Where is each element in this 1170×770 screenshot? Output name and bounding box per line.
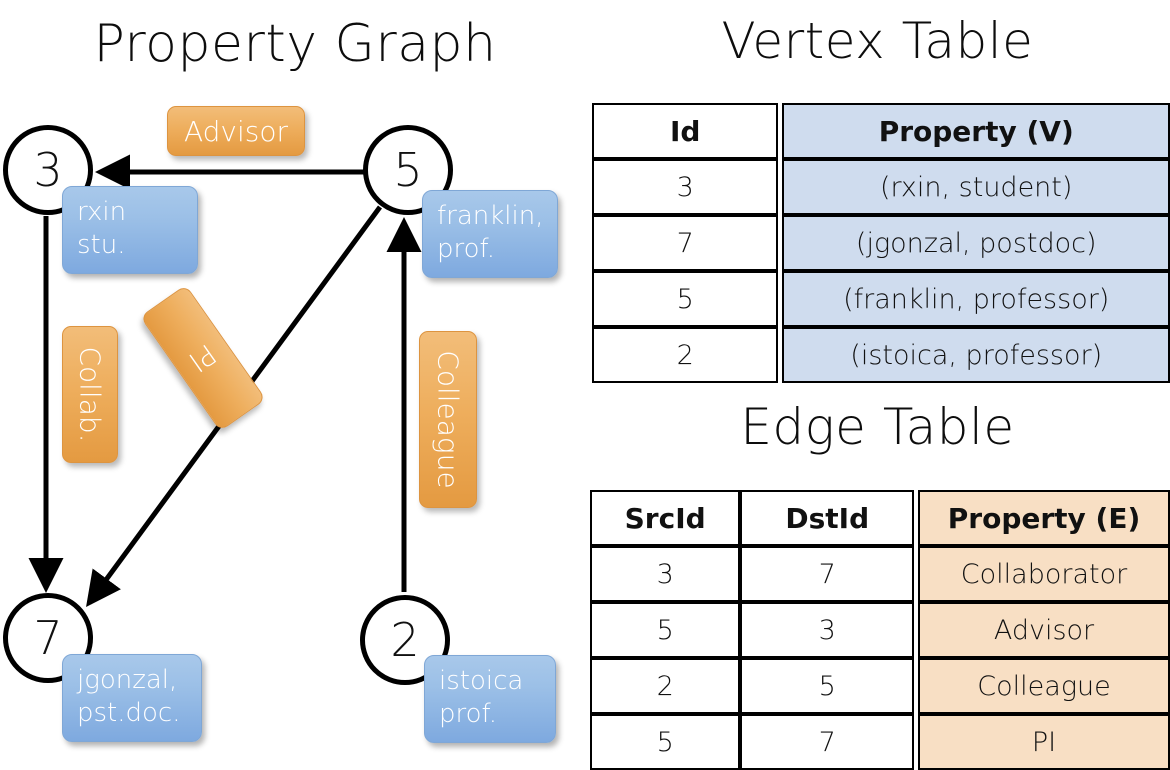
edge-table-cell-property: PI bbox=[918, 714, 1170, 770]
edge-table-cell-srcid: 2 bbox=[590, 658, 741, 714]
table-row: 5 3 Advisor bbox=[590, 602, 1170, 658]
edge-table-cell-srcid: 5 bbox=[590, 714, 741, 770]
page-title-edge-table: Edge Table bbox=[740, 398, 1015, 456]
table-row: 2 (istoica, professor) bbox=[592, 327, 1170, 383]
edge-label-box-advisor: Advisor bbox=[167, 106, 305, 156]
vertex-table-cell-property: (franklin, professor) bbox=[782, 271, 1170, 327]
edge-table-cell-property: Advisor bbox=[918, 602, 1170, 658]
edge-table-cell-property: Colleague bbox=[918, 658, 1170, 714]
vertex-table-cell-property: (jgonzal, postdoc) bbox=[782, 215, 1170, 271]
table-header-row: SrcId DstId Property (E) bbox=[590, 490, 1170, 546]
table-row: 7 (jgonzal, postdoc) bbox=[592, 215, 1170, 271]
vertex-table-cell-property: (rxin, student) bbox=[782, 159, 1170, 215]
graph-vertex-5-label: 5 bbox=[393, 143, 423, 197]
graph-vertex-5[interactable]: 5 bbox=[363, 125, 453, 215]
vertex-property-box-rxin: rxin stu. bbox=[62, 186, 198, 274]
edge-table-header-property: Property (E) bbox=[918, 490, 1170, 546]
edge-table-header-srcid: SrcId bbox=[590, 490, 741, 546]
vertex-table-header-id: Id bbox=[592, 103, 779, 159]
edge-table-cell-property: Collaborator bbox=[918, 546, 1170, 602]
edge-table-header-dstid: DstId bbox=[740, 490, 915, 546]
table-row: 2 5 Colleague bbox=[590, 658, 1170, 714]
edge-label-box-colleague: Colleague bbox=[419, 331, 477, 508]
table-row: 5 (franklin, professor) bbox=[592, 271, 1170, 327]
edge-table-cell-dstid: 3 bbox=[740, 602, 915, 658]
graph-vertex-7-label: 7 bbox=[33, 611, 63, 665]
vertex-table-cell-id: 7 bbox=[592, 215, 779, 271]
edge-label-box-collab: Collab. bbox=[62, 326, 118, 463]
vertex-table-cell-id: 2 bbox=[592, 327, 779, 383]
page-title-property-graph: Property Graph bbox=[93, 14, 497, 74]
graph-vertex-2[interactable]: 2 bbox=[360, 595, 450, 685]
edge-table-cell-srcid: 3 bbox=[590, 546, 741, 602]
edge-table-cell-dstid: 7 bbox=[740, 546, 915, 602]
vertex-property-box-franklin: franklin, prof. bbox=[422, 190, 558, 278]
edge-label-text-colleague: Colleague bbox=[431, 350, 465, 489]
edge-table-cell-srcid: 5 bbox=[590, 602, 741, 658]
vertex-table: Id Property (V) 3 (rxin, student) 7 (jgo… bbox=[592, 103, 1170, 383]
edge-label-text-pi: PI bbox=[183, 337, 223, 379]
table-row: 3 (rxin, student) bbox=[592, 159, 1170, 215]
edge-label-text-collab: Collab. bbox=[73, 346, 107, 443]
page-title-vertex-table: Vertex Table bbox=[721, 12, 1034, 70]
table-row: 3 7 Collaborator bbox=[590, 546, 1170, 602]
graph-vertex-2-label: 2 bbox=[390, 613, 420, 667]
edge-table-cell-dstid: 5 bbox=[740, 658, 915, 714]
vertex-property-box-istoica: istoica prof. bbox=[424, 655, 556, 743]
vertex-property-box-jgonzal: jgonzal, pst.doc. bbox=[62, 654, 202, 742]
edge-table-cell-dstid: 7 bbox=[740, 714, 915, 770]
table-header-row: Id Property (V) bbox=[592, 103, 1170, 159]
vertex-table-cell-property: (istoica, professor) bbox=[782, 327, 1170, 383]
vertex-table-cell-id: 5 bbox=[592, 271, 779, 327]
vertex-table-header-property: Property (V) bbox=[782, 103, 1170, 159]
vertex-table-cell-id: 3 bbox=[592, 159, 779, 215]
edge-table: SrcId DstId Property (E) 3 7 Collaborato… bbox=[590, 490, 1170, 770]
table-row: 5 7 PI bbox=[590, 714, 1170, 770]
edge-label-text-advisor: Advisor bbox=[183, 114, 288, 148]
graph-vertex-3-label: 3 bbox=[33, 143, 63, 197]
